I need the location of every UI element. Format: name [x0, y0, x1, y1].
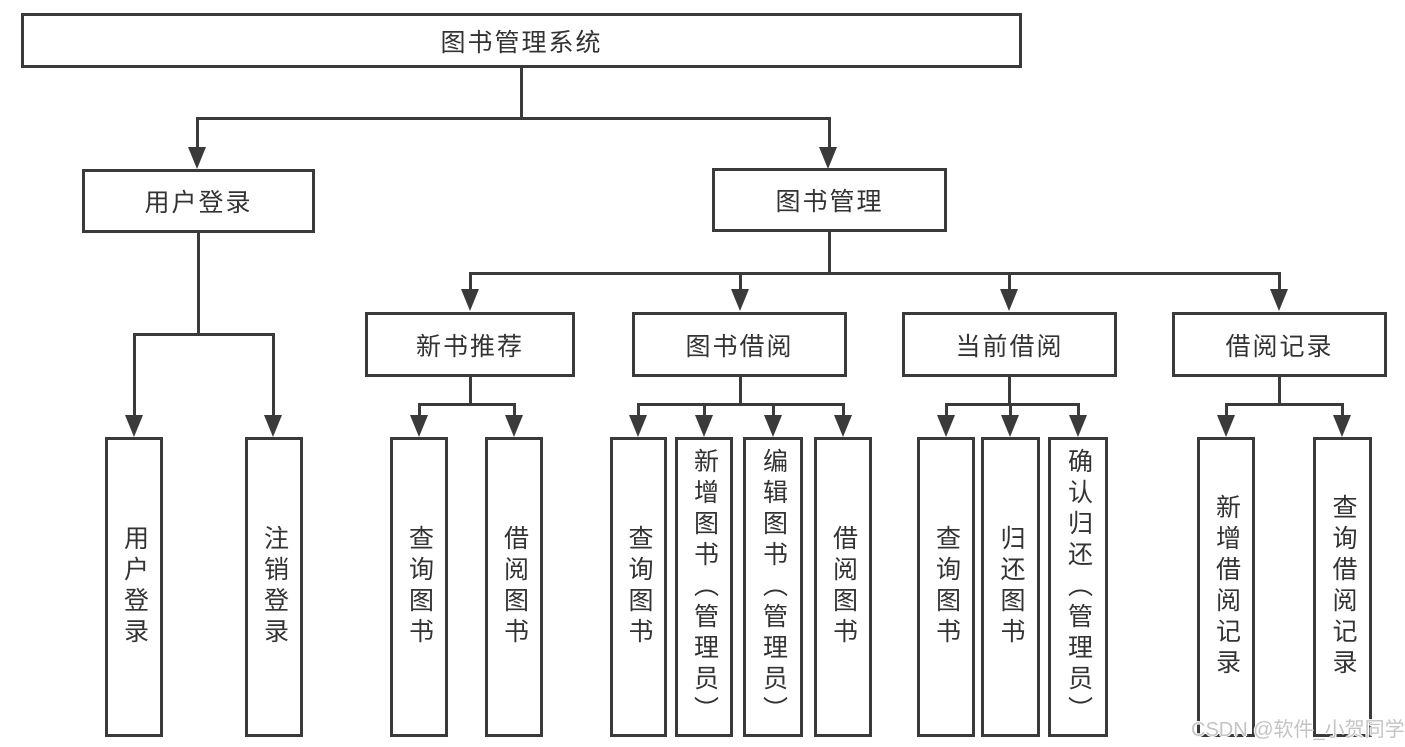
- arrowhead-down-icon: [695, 415, 713, 437]
- arrowhead-down-icon: [937, 415, 955, 437]
- node-borrowing-records: 借阅记录: [1172, 312, 1387, 377]
- leaf-user-login-label: 用户登录: [120, 525, 149, 649]
- connector-borrowing-crossbar: [637, 403, 845, 406]
- connector-leaf-shaft: [1009, 403, 1012, 418]
- connector-to-new-book-recommend: [469, 272, 472, 294]
- connector-leaf-shaft: [1077, 403, 1080, 418]
- node-borrowing-records-label: 借阅记录: [1225, 332, 1334, 361]
- connector-current-stem: [1008, 377, 1011, 406]
- connector-user-login-crossbar: [133, 333, 275, 336]
- arrowhead-down-icon: [1270, 289, 1288, 311]
- arrowhead-down-icon: [1001, 415, 1019, 437]
- arrowhead-down-icon: [1333, 415, 1351, 437]
- leaf-borrow-books-borrowing: 借阅图书: [814, 437, 872, 737]
- connector-leaf-shaft: [842, 403, 845, 418]
- leaf-add-borrow-record: 新增借阅记录: [1197, 437, 1255, 737]
- connector-records-stem: [1278, 377, 1281, 406]
- leaf-borrow-books-borrowing-label: 借阅图书: [829, 525, 858, 649]
- connector-leaf-shaft: [703, 403, 706, 418]
- connector-leaf-shaft: [637, 403, 640, 418]
- connector-root-crossbar: [196, 117, 831, 120]
- node-current-borrowing: 当前借阅: [902, 312, 1117, 377]
- node-new-book-recommend: 新书推荐: [365, 312, 575, 377]
- arrowhead-down-icon: [264, 415, 282, 437]
- connector-to-leaf-user-login: [133, 333, 136, 418]
- connector-records-crossbar: [1225, 403, 1344, 406]
- connector-user-login-stem: [197, 233, 200, 336]
- arrowhead-down-icon: [410, 415, 428, 437]
- connector-leaf-shaft: [772, 403, 775, 418]
- leaf-user-login: 用户登录: [105, 437, 163, 737]
- connector-to-leaf-logout: [272, 333, 275, 418]
- connector-leaf-shaft: [1225, 403, 1228, 418]
- leaf-confirm-return-admin-label: 确认归还（管理员）: [1064, 447, 1093, 727]
- leaf-query-books-current-label: 查询图书: [932, 525, 961, 649]
- connector-leaf-shaft: [945, 403, 948, 418]
- node-new-book-recommend-label: 新书推荐: [415, 332, 524, 361]
- connector-leaf-shaft: [418, 403, 421, 418]
- node-user-login-label: 用户登录: [144, 189, 253, 217]
- node-book-borrowing: 图书借阅: [632, 312, 847, 377]
- connector-to-borrowing-records: [1278, 272, 1281, 294]
- csdn-watermark: CSDN @软件_小贺同学: [1191, 719, 1405, 741]
- leaf-return-books-label: 归还图书: [997, 525, 1025, 649]
- leaf-query-borrow-record-label: 查询借阅记录: [1329, 494, 1357, 680]
- connector-to-current-borrowing: [1008, 272, 1011, 294]
- arrowhead-down-icon: [1217, 415, 1235, 437]
- node-book-borrowing-label: 图书借阅: [685, 332, 794, 361]
- leaf-query-books-current: 查询图书: [917, 437, 975, 737]
- arrowhead-down-icon: [1069, 415, 1087, 437]
- arrowhead-down-icon: [834, 415, 852, 437]
- leaf-confirm-return-admin: 确认归还（管理员）: [1048, 437, 1108, 737]
- connector-to-book-management: [828, 117, 831, 152]
- arrowhead-down-icon: [461, 289, 479, 311]
- arrowhead-down-icon: [819, 147, 837, 169]
- connector-borrowing-stem: [739, 377, 742, 406]
- connector-current-crossbar: [945, 403, 1080, 406]
- leaf-query-books-recommend-label: 查询图书: [405, 525, 434, 649]
- connector-book-management-crossbar: [469, 272, 1280, 275]
- connector-new-book-stem: [469, 377, 472, 406]
- leaf-borrow-books-recommend: 借阅图书: [485, 437, 543, 737]
- node-book-management: 图书管理: [712, 168, 947, 232]
- leaf-edit-books-admin-label: 编辑图书（管理员）: [759, 447, 788, 727]
- leaf-query-borrow-record: 查询借阅记录: [1313, 437, 1372, 737]
- connector-new-book-crossbar: [418, 403, 516, 406]
- arrowhead-down-icon: [764, 415, 782, 437]
- leaf-add-borrow-record-label: 新增借阅记录: [1212, 494, 1241, 680]
- arrowhead-down-icon: [1000, 289, 1018, 311]
- connector-leaf-shaft: [1341, 403, 1344, 418]
- node-user-login: 用户登录: [82, 169, 315, 233]
- leaf-query-books-borrowing-label: 查询图书: [625, 525, 653, 649]
- leaf-edit-books-admin: 编辑图书（管理员）: [743, 437, 803, 737]
- leaf-add-books-admin: 新增图书（管理员）: [675, 437, 733, 737]
- connector-to-book-borrowing: [739, 272, 742, 294]
- arrowhead-down-icon: [629, 415, 647, 437]
- node-library-system-label: 图书管理系统: [440, 28, 603, 57]
- arrowhead-down-icon: [125, 415, 143, 437]
- leaf-query-books-recommend: 查询图书: [390, 437, 448, 737]
- connector-leaf-shaft: [513, 403, 516, 418]
- node-library-system: 图书管理系统: [21, 13, 1022, 68]
- leaf-borrow-books-recommend-label: 借阅图书: [500, 525, 529, 649]
- leaf-logout: 注销登录: [245, 437, 303, 737]
- leaf-return-books: 归还图书: [981, 437, 1040, 737]
- leaf-add-books-admin-label: 新增图书（管理员）: [690, 447, 719, 727]
- connector-to-user-login: [196, 117, 199, 152]
- arrowhead-down-icon: [505, 415, 523, 437]
- connector-root-stem: [520, 68, 523, 119]
- leaf-logout-label: 注销登录: [260, 525, 289, 649]
- connector-book-management-stem: [828, 232, 831, 275]
- node-current-borrowing-label: 当前借阅: [955, 332, 1064, 361]
- arrowhead-down-icon: [731, 289, 749, 311]
- leaf-query-books-borrowing: 查询图书: [610, 437, 667, 737]
- arrowhead-down-icon: [188, 147, 206, 169]
- node-book-management-label: 图书管理: [775, 188, 884, 216]
